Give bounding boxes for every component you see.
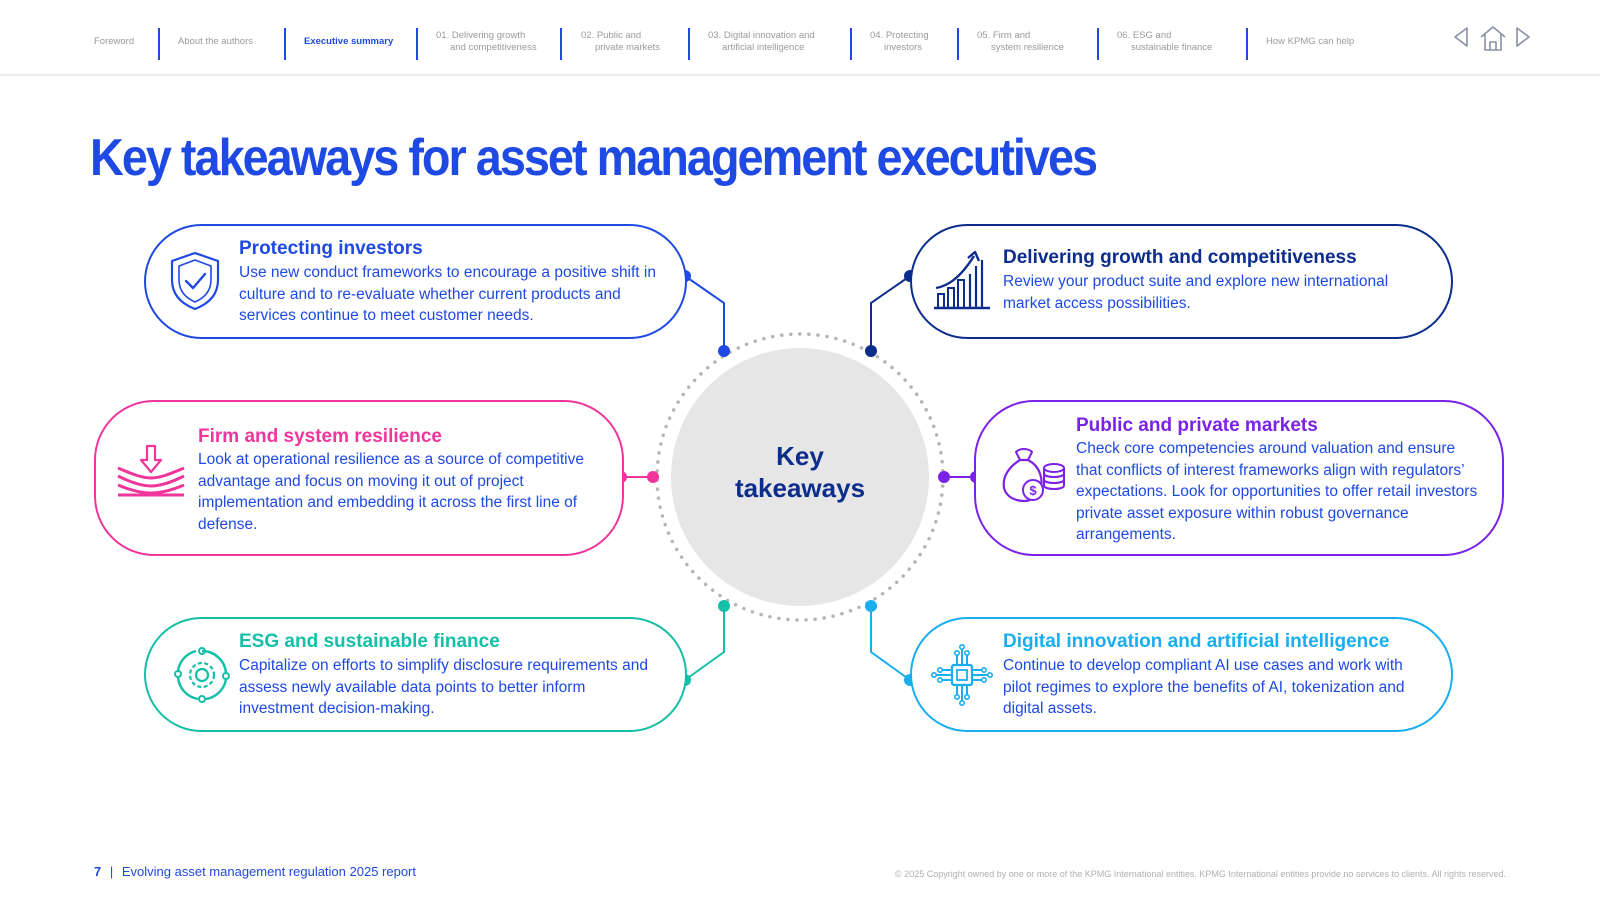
next-page-icon[interactable] — [1514, 26, 1532, 48]
nav-item-foreword[interactable]: Foreword — [94, 36, 135, 47]
connector-protecting — [684, 275, 725, 351]
nav-item-about-authors[interactable]: About the authors — [178, 36, 253, 47]
takeaway-digital-innovation-ai: Digital innovation and artificial intell… — [910, 617, 1453, 732]
connector-dot — [865, 600, 877, 612]
nav-separator — [1246, 28, 1248, 60]
center-label-line1: Key — [776, 441, 824, 471]
footer-separator: | — [109, 864, 114, 879]
connector-dot — [718, 345, 730, 357]
connector-dot — [718, 600, 730, 612]
takeaway-heading: Digital innovation and artificial intell… — [1003, 631, 1390, 652]
nav-item-how-kpmg-can-help[interactable]: How KPMG can help — [1266, 36, 1355, 47]
nav-separator — [560, 28, 562, 60]
recycle-gear-icon — [174, 647, 230, 703]
page-number: 7 — [94, 864, 102, 879]
report-name: Evolving asset management regulation 202… — [121, 864, 416, 879]
takeaway-public-private-markets: $ Public and private markets Check core … — [974, 400, 1504, 556]
nav-separator — [957, 28, 959, 60]
takeaway-heading: Public and private markets — [1076, 415, 1318, 436]
connector-dot — [647, 471, 659, 483]
takeaway-body: Continue to develop compliant AI use cas… — [1003, 657, 1405, 717]
growth-chart-icon — [934, 250, 990, 310]
center-circle — [671, 348, 929, 606]
takeaway-body: Review your product suite and explore ne… — [1003, 273, 1389, 312]
takeaway-heading: Protecting investors — [239, 238, 423, 259]
nav-separator — [688, 28, 690, 60]
nav-item-executive-summary[interactable]: Executive summary — [304, 36, 394, 47]
svg-text:$: $ — [1029, 483, 1037, 498]
resilience-layers-icon — [117, 444, 185, 497]
takeaway-body: Look at operational resilience as a sour… — [198, 451, 584, 533]
takeaway-esg-sustainable-finance: ESG and sustainable finance Capitalize o… — [144, 617, 687, 732]
takeaway-body: Check core competencies around valuation… — [1076, 440, 1478, 543]
takeaway-body: Capitalize on efforts to simplify disclo… — [239, 657, 648, 717]
nav-separator — [1097, 28, 1099, 60]
money-bag-coins-icon: $ — [1002, 448, 1065, 503]
nav-separator — [158, 28, 160, 60]
nav-separator — [284, 28, 286, 60]
nav-separator — [850, 28, 852, 60]
takeaway-heading: Delivering growth and competitiveness — [1003, 247, 1357, 268]
takeaway-heading: ESG and sustainable finance — [239, 631, 500, 652]
footer-report-title: 7 | Evolving asset management regulation… — [94, 864, 416, 879]
previous-page-icon[interactable] — [1452, 26, 1470, 48]
page-title: Key takeaways for asset management execu… — [90, 129, 1098, 187]
connector-digital — [870, 606, 911, 681]
shield-check-icon — [170, 251, 220, 311]
copyright-notice: © 2025 Copyright owned by one or more of… — [895, 869, 1506, 879]
connector-growth — [870, 275, 911, 351]
connector-dot — [865, 345, 877, 357]
takeaway-heading: Firm and system resilience — [198, 426, 442, 447]
takeaway-delivering-growth: Delivering growth and competitiveness Re… — [910, 224, 1453, 339]
connector-dot — [938, 471, 950, 483]
takeaway-protecting-investors: Protecting investors Use new conduct fra… — [144, 224, 687, 339]
top-navigation: Foreword About the authors Executive sum… — [0, 0, 1600, 76]
takeaway-body: Use new conduct frameworks to encourage … — [239, 264, 656, 324]
ai-chip-icon — [930, 643, 993, 706]
center-label-line2: takeaways — [734, 473, 866, 503]
takeaway-firm-resilience: Firm and system resilience Look at opera… — [94, 400, 624, 556]
center-label: Key takeaways — [671, 440, 929, 504]
connector-esg — [684, 606, 725, 681]
nav-separator — [416, 28, 418, 60]
home-icon[interactable] — [1478, 24, 1508, 52]
